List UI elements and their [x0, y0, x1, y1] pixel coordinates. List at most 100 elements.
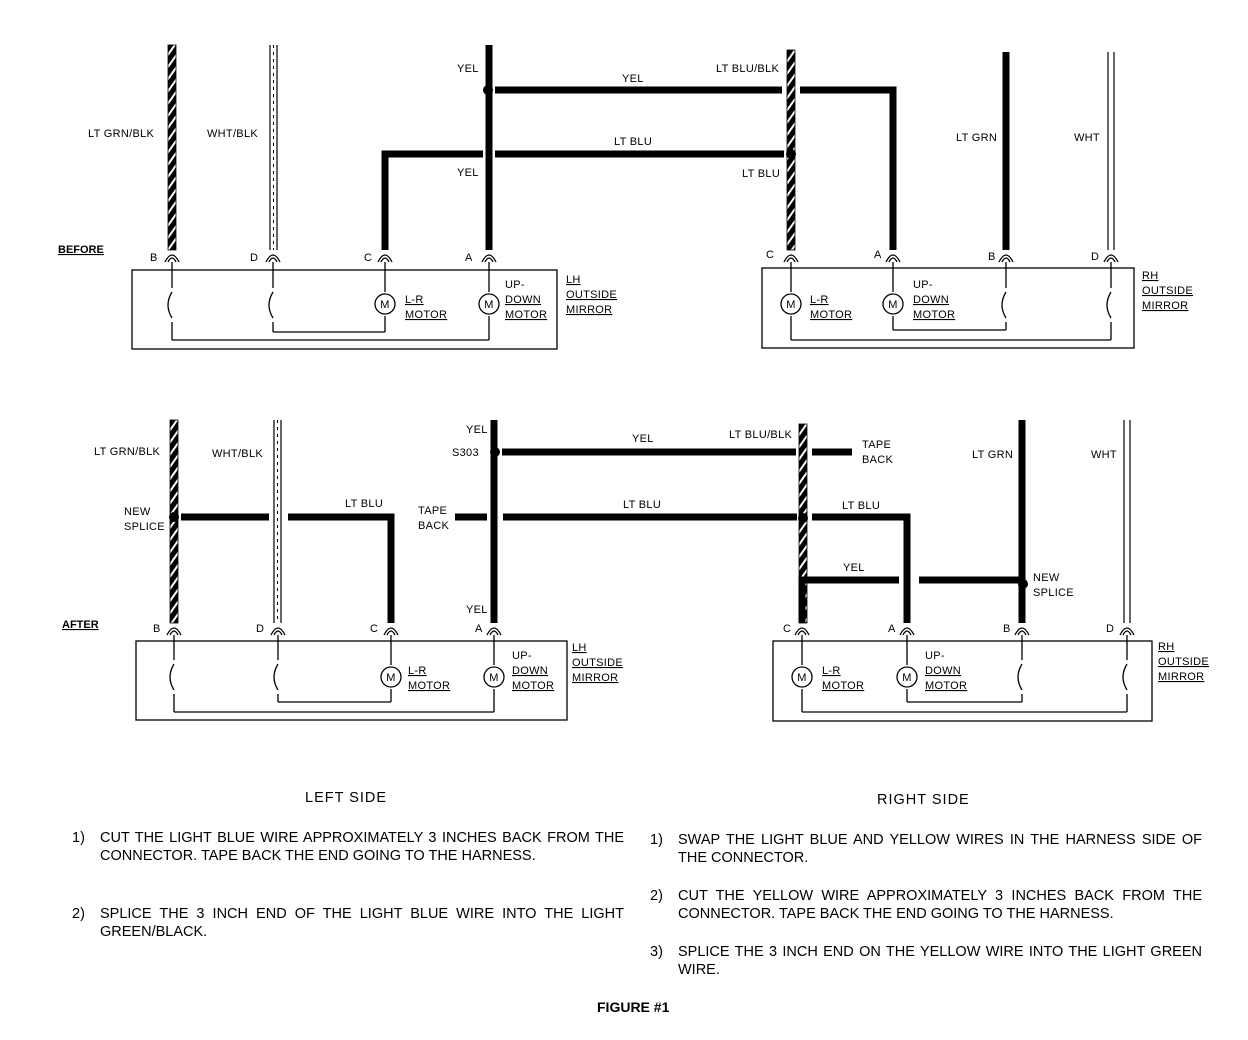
- right-step-3: 3) SPLICE THE 3 INCH END ON THE YELLOW W…: [650, 943, 1202, 979]
- rh-mirror-box-before: [761, 267, 1135, 349]
- splice-dot: [483, 85, 493, 95]
- pin-label-b: B: [1003, 623, 1011, 635]
- step-number: 1): [72, 830, 85, 846]
- updown-motor-label: MOTOR: [925, 680, 967, 692]
- tape-back-label: BACK: [418, 520, 450, 532]
- rh-mirror-label: MIRROR: [1142, 300, 1188, 312]
- right-step-2: 2) CUT THE YELLOW WIRE APPROXIMATELY 3 I…: [650, 887, 1202, 923]
- lh-mirror-box-after: [135, 640, 568, 721]
- lh-mirror-label: OUTSIDE: [566, 289, 617, 301]
- splice-dot: [786, 149, 796, 159]
- wire-label-wht: WHT: [1074, 132, 1100, 144]
- motor-symbol: M: [888, 299, 897, 311]
- after-diagram: AFTER: [62, 419, 1209, 722]
- pin-label-c: C: [783, 623, 791, 635]
- motor-symbol: M: [797, 672, 806, 684]
- rh-mirror-label: OUTSIDE: [1142, 285, 1193, 297]
- lr-motor-icon: [374, 293, 396, 315]
- wire-yel-rh-before: [800, 86, 897, 250]
- rh-mirror-label: MIRROR: [1158, 671, 1204, 683]
- pin-label-c: C: [370, 623, 378, 635]
- wire-label-yel: YEL: [622, 73, 644, 85]
- splice-dot: [798, 513, 808, 523]
- rh-mirror-label: RH: [1158, 641, 1175, 653]
- new-splice-label: NEW: [124, 506, 151, 518]
- motor-symbol: M: [902, 672, 911, 684]
- wire-wht-blk-before: [269, 45, 278, 250]
- pin-label-a: A: [888, 623, 896, 635]
- step-text: SWAP THE LIGHT BLUE AND YELLOW WIRES IN …: [678, 832, 1202, 866]
- step-number: 1): [650, 832, 663, 848]
- lr-motor-label: MOTOR: [408, 680, 450, 692]
- updown-motor-icon: [483, 666, 505, 688]
- updown-motor-icon: [478, 293, 500, 315]
- wire-lt-blu-lh-before: [381, 150, 483, 250]
- wire-label-yel: YEL: [457, 63, 479, 75]
- lr-motor-label: L-R: [408, 665, 427, 677]
- updown-motor-label: DOWN: [505, 294, 541, 306]
- wire-label-yel: YEL: [843, 562, 865, 574]
- pin-label-c: C: [766, 249, 774, 261]
- wire-label-lt-blu: LT BLU: [623, 499, 661, 511]
- splice-dot: [169, 512, 179, 522]
- wire-wht-blk-after: [273, 420, 282, 623]
- connector-pins-after: [166, 627, 1135, 636]
- wire-wht-after: [1123, 420, 1131, 623]
- before-label: BEFORE: [58, 244, 104, 256]
- wire-lt-blu-lh-after: [288, 513, 395, 623]
- wire-label-wht: WHT: [1091, 449, 1117, 461]
- lh-mirror-label: MIRROR: [566, 304, 612, 316]
- wire-label-wht-blk: WHT/BLK: [212, 448, 263, 460]
- splice-dot: [1018, 579, 1028, 589]
- pin-label-c: C: [364, 252, 372, 264]
- pin-label-b: B: [150, 252, 158, 264]
- pin-label-b: B: [988, 251, 996, 263]
- step-number: 3): [650, 944, 663, 960]
- rh-mirror-label: RH: [1142, 270, 1159, 282]
- lr-motor-label: L-R: [810, 294, 829, 306]
- after-label: AFTER: [62, 619, 99, 631]
- figure-caption: FIGURE #1: [597, 999, 670, 1015]
- wire-label-lt-blu-blk: LT BLU/BLK: [716, 63, 779, 75]
- pin-label-d: D: [250, 252, 258, 264]
- wire-lt-blu-rh-after: [812, 513, 911, 623]
- left-step-1: 1) CUT THE LIGHT BLUE WIRE APPROXIMATELY…: [72, 829, 624, 865]
- updown-motor-label: UP-: [925, 650, 945, 662]
- step-text: CUT THE YELLOW WIRE APPROXIMATELY 3 INCH…: [678, 888, 1202, 922]
- wire-label-lt-grn: LT GRN: [972, 449, 1013, 461]
- pin-label-a: A: [874, 249, 882, 261]
- rh-mirror-box-after: [772, 640, 1153, 722]
- updown-motor-label: MOTOR: [512, 680, 554, 692]
- step-number: 2): [72, 906, 85, 922]
- updown-motor-label: UP-: [913, 279, 933, 291]
- pin-label-d: D: [256, 623, 264, 635]
- left-step-2: 2) SPLICE THE 3 INCH END OF THE LIGHT BL…: [72, 905, 624, 941]
- wire-label-lt-grn: LT GRN: [956, 132, 997, 144]
- lh-mirror-label: OUTSIDE: [572, 657, 623, 669]
- motor-symbol: M: [484, 299, 493, 311]
- lr-motor-icon: [380, 666, 402, 688]
- lh-mirror-label: LH: [572, 642, 587, 654]
- step-text: SPLICE THE 3 INCH END ON THE YELLOW WIRE…: [678, 944, 1202, 978]
- updown-motor-icon: [882, 293, 904, 315]
- tape-back-label: TAPE: [862, 439, 891, 451]
- updown-motor-icon: [896, 666, 918, 688]
- wire-label-lt-grn-blk: LT GRN/BLK: [94, 446, 161, 458]
- rh-mirror-label: OUTSIDE: [1158, 656, 1209, 668]
- tape-back-label: TAPE: [418, 505, 447, 517]
- left-side-title: LEFT SIDE: [305, 790, 388, 806]
- updown-motor-label: DOWN: [512, 665, 548, 677]
- motor-symbol: M: [386, 672, 395, 684]
- splice-label-s303: S303: [452, 447, 479, 459]
- updown-motor-label: MOTOR: [505, 309, 547, 321]
- wire-yel-rh-after: [798, 576, 899, 623]
- wire-label-lt-grn-blk: LT GRN/BLK: [88, 128, 155, 140]
- wire-label-wht-blk: WHT/BLK: [207, 128, 258, 140]
- lr-motor-label: L-R: [405, 294, 424, 306]
- lh-mirror-label: MIRROR: [572, 672, 618, 684]
- lh-mirror-label: LH: [566, 274, 581, 286]
- wire-lt-grn-blk-before: [167, 44, 177, 251]
- wire-label-lt-blu: LT BLU: [614, 136, 652, 148]
- updown-motor-label: MOTOR: [913, 309, 955, 321]
